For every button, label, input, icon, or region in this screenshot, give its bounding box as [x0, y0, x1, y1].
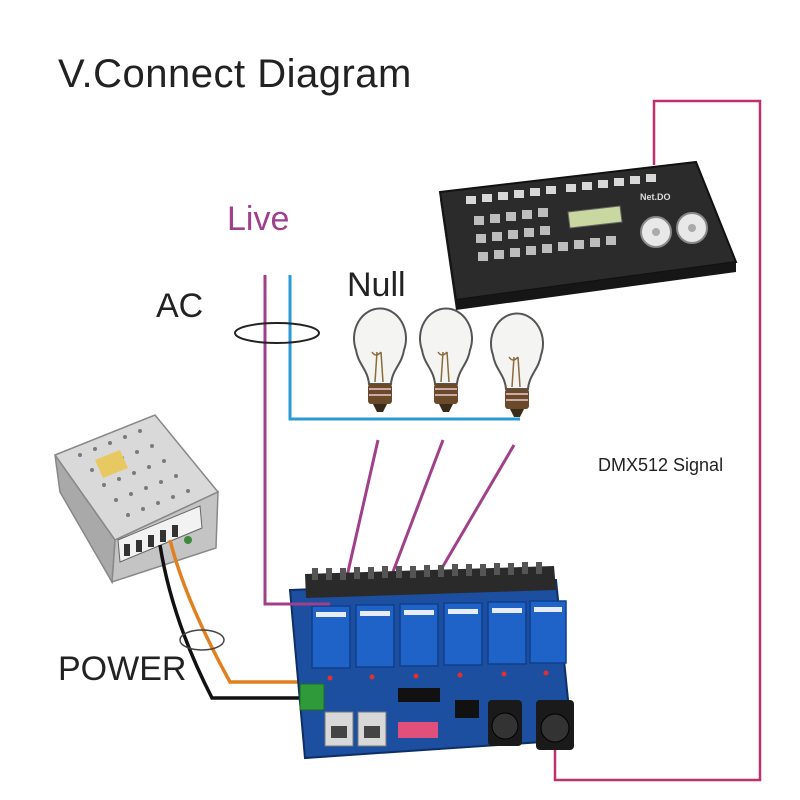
light-bulb-icon [353, 307, 407, 412]
ac-label: AC [156, 287, 204, 325]
controller-brand-text: Net.DO [640, 192, 671, 202]
live-label: Live [227, 200, 290, 238]
power-label: POWER [58, 650, 187, 688]
dmx-signal-label: DMX512 Signal [598, 455, 724, 475]
dmx-console-icon: Net.DO [438, 160, 738, 310]
light-bulb-icon [490, 312, 544, 417]
power-supply-icon [53, 414, 220, 585]
diagram-title: V.Connect Diagram [58, 52, 412, 96]
relay-board-icon [288, 562, 574, 760]
power-wires [158, 539, 300, 700]
light-bulb-icon [419, 307, 473, 412]
dmx-signal-wire [553, 99, 762, 782]
power-clamp-icon [179, 629, 225, 651]
ac-clamp-icon [234, 322, 320, 344]
null-label: Null [347, 266, 406, 304]
lamp-wires [343, 439, 516, 586]
